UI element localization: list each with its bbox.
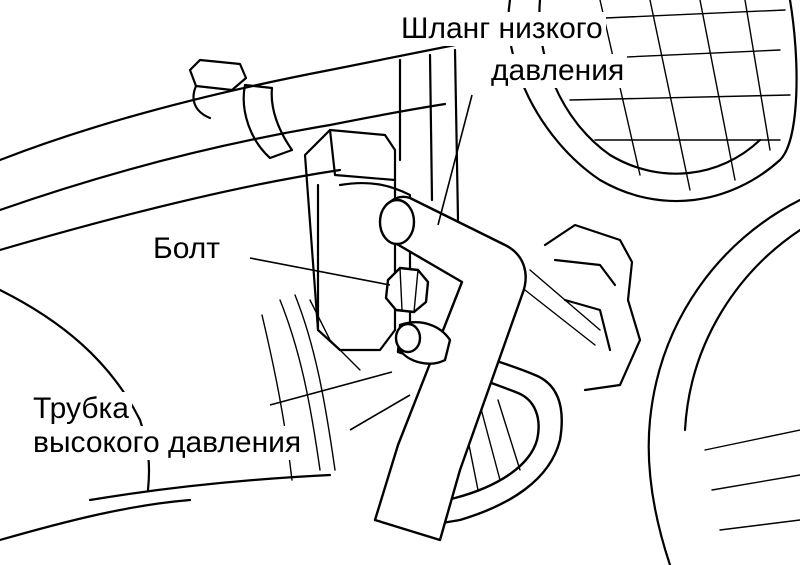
- label-bolt: Болт: [150, 232, 223, 266]
- right-component: [647, 198, 800, 565]
- label-low-pressure-hose-2: давления: [488, 54, 628, 88]
- mounting-bracket: [303, 48, 460, 352]
- upper-hose: [0, 43, 457, 252]
- hose-clamp: [188, 58, 294, 160]
- bolt: [384, 266, 430, 314]
- connector-block: [524, 223, 642, 392]
- label-high-pressure-pipe-1: Трубка: [30, 392, 132, 426]
- low-pressure-hose: [373, 195, 527, 542]
- label-high-pressure-pipe-2: высокого давления: [30, 426, 305, 460]
- fan-grille: [507, 0, 798, 203]
- pipe-stub: [394, 321, 452, 365]
- label-low-pressure-hose-1: Шланг низкого: [398, 12, 606, 46]
- leader-lines: [249, 94, 473, 431]
